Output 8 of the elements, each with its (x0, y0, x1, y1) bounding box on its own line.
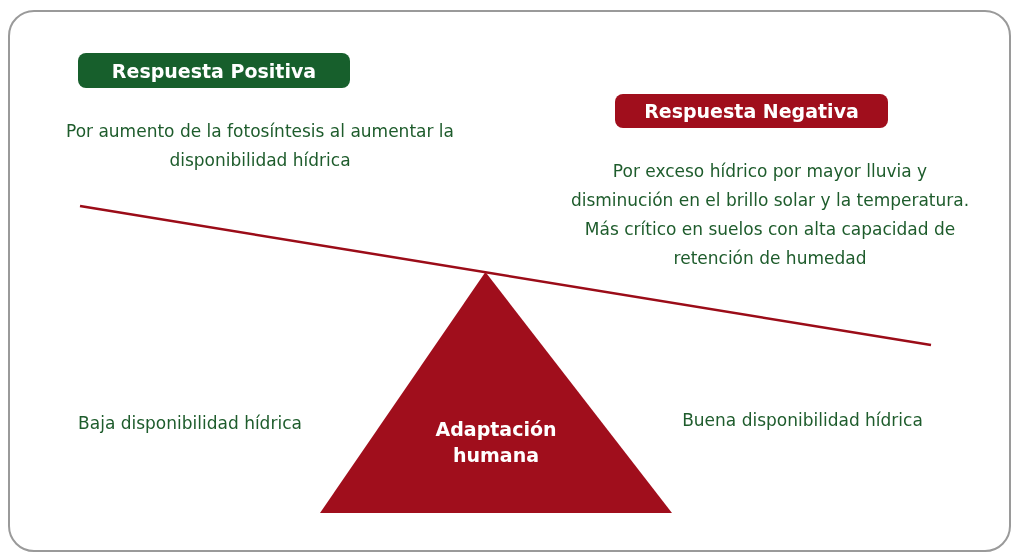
description-text: Por aumento de la fotosíntesis al aumentar la disponibilidad hídrica (65, 120, 455, 172)
description-text: Por exceso hídrico por mayor lluvia y disminución en el brillo solar y la temperatura. Más crítico en suelos con alta capacidad de retención de humedad (569, 160, 971, 270)
heading-badge: Respuesta Negativa (615, 94, 888, 128)
heading-badge: Respuesta Positiva (78, 53, 350, 88)
triangle-shape (320, 272, 672, 513)
description-text: Baja disponibilidad hídrica (77, 412, 303, 435)
description-text: Buena disponibilidad hídrica (681, 409, 924, 432)
node-label: Adaptación humana (434, 417, 558, 468)
